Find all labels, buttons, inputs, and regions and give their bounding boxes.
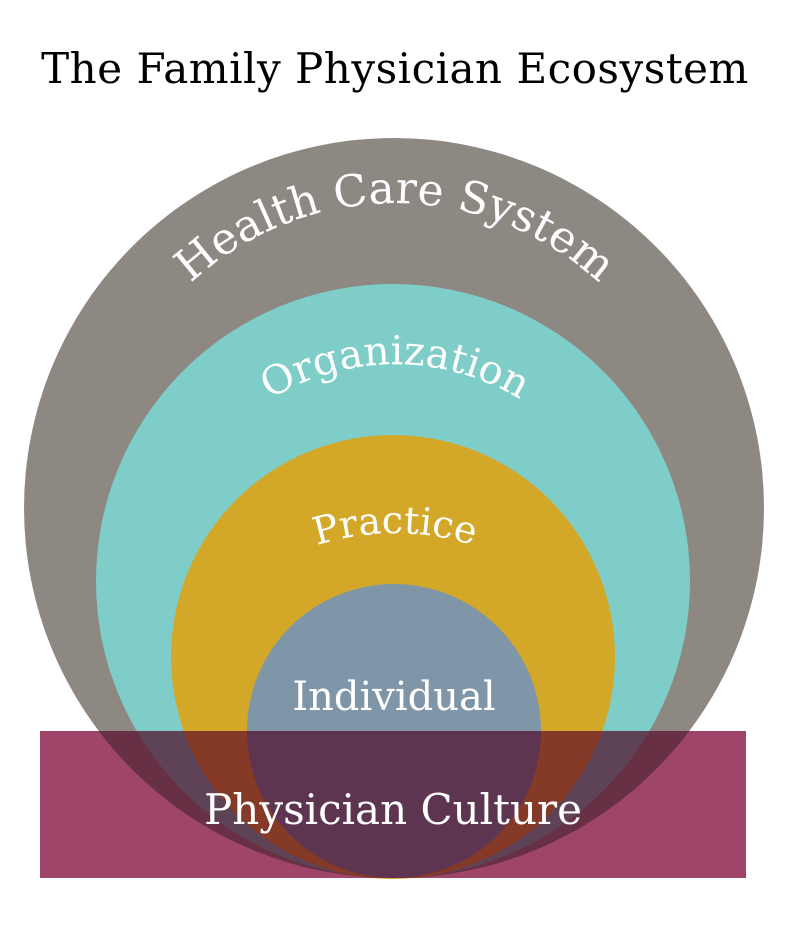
- culture-overlap: [98, 731, 690, 878]
- physician-culture-label: Physician Culture: [204, 785, 582, 834]
- individual-overlap: [247, 731, 541, 878]
- diagram-title: The Family Physician Ecosystem: [41, 44, 749, 93]
- individual-label: Individual: [292, 674, 495, 720]
